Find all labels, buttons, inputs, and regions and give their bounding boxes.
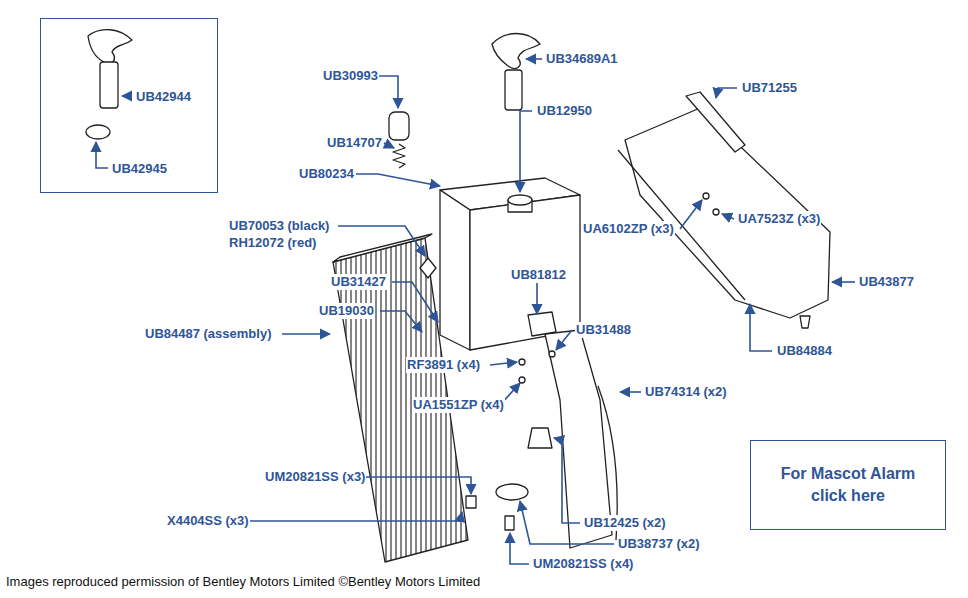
leader-line — [554, 438, 580, 523]
bolt — [505, 516, 514, 530]
leader-line — [122, 95, 128, 97]
leader-line — [722, 214, 734, 219]
leader-line — [384, 143, 394, 148]
leader-line — [520, 111, 532, 192]
part-number: UA7523Z (x3) — [737, 211, 821, 227]
leader-line — [338, 226, 425, 256]
leader-line — [356, 174, 440, 186]
leader-line — [556, 330, 572, 350]
inset-cap — [86, 125, 110, 139]
part-number: UM20821SS (x3) — [264, 469, 366, 485]
bolt — [703, 193, 709, 199]
part-number: UB14707 — [326, 135, 383, 151]
leader-line — [526, 58, 542, 60]
part-number: UB42945 — [111, 161, 168, 177]
part-number: UB12950 — [536, 103, 593, 119]
part-number: RH12072 (red) — [228, 235, 317, 251]
leader-line — [832, 281, 855, 283]
filler-top — [508, 195, 532, 205]
part-number: UB12425 (x2) — [583, 515, 667, 531]
part-number: UB84884 — [776, 343, 833, 359]
leader-line — [96, 142, 108, 168]
part-number: UB81812 — [510, 267, 567, 283]
part-number: UB80234 — [298, 166, 355, 182]
leader-line — [380, 311, 422, 332]
shield-tab — [800, 316, 810, 328]
inset-panel: UB42944UB42945 — [40, 18, 218, 193]
cap — [389, 112, 409, 140]
shield-strip — [686, 92, 745, 152]
bolt — [549, 351, 555, 357]
part-number: UA1551ZP (x4) — [412, 397, 505, 413]
part-number: UB42944 — [135, 89, 192, 105]
leader-line — [750, 304, 772, 351]
part-number: UB70053 (black) — [228, 218, 330, 234]
leader-line — [716, 88, 737, 98]
leader-line — [392, 282, 438, 322]
part-number: UB31488 — [575, 322, 632, 338]
link-text: For Mascot Alarm click here — [768, 463, 928, 507]
leader-line — [490, 362, 517, 365]
credit-note: Images reproduced permission of Bentley … — [5, 574, 481, 590]
part-number: UB30993 — [322, 68, 379, 84]
core-edge — [333, 234, 432, 262]
plate — [528, 312, 556, 336]
leader-line — [282, 333, 330, 335]
bolt — [466, 496, 476, 508]
part-number: UA6102ZP (x3) — [582, 221, 675, 237]
bolt — [713, 209, 719, 215]
leader-line — [366, 477, 471, 494]
link-box: For Mascot Alarm click here — [750, 440, 946, 530]
part-number: UM20821SS (x4) — [532, 556, 634, 572]
leader-line — [378, 76, 398, 108]
part-number: UB74314 (x2) — [644, 384, 728, 400]
part-number: UB34689A1 — [545, 51, 619, 67]
bolt — [519, 359, 525, 365]
part-number: UB31427 — [330, 274, 387, 290]
badge — [420, 258, 436, 278]
bolt — [519, 377, 525, 383]
part-number: UB43877 — [858, 274, 915, 290]
inset-tube — [100, 62, 118, 108]
shell-front — [470, 195, 580, 350]
shell-side — [440, 190, 470, 350]
drain-plug — [528, 428, 552, 448]
part-number: RF3891 (x4) — [406, 357, 481, 373]
spring — [393, 144, 405, 168]
part-number: UB71255 — [741, 80, 798, 96]
leader-line — [680, 200, 702, 229]
part-number: UB19030 — [318, 303, 375, 319]
leader-line — [248, 512, 462, 521]
leader-line — [510, 533, 529, 564]
mascot-tube — [505, 70, 522, 110]
part-number: X4404SS (x3) — [166, 513, 250, 529]
part-number: UB84487 (assembly) — [144, 326, 272, 342]
part-number: UB38737 (x2) — [617, 536, 701, 552]
leader-line — [620, 391, 641, 393]
inset-mascot — [88, 30, 132, 64]
mascot — [492, 34, 540, 69]
bracket — [496, 484, 528, 500]
leader-line — [536, 283, 538, 314]
